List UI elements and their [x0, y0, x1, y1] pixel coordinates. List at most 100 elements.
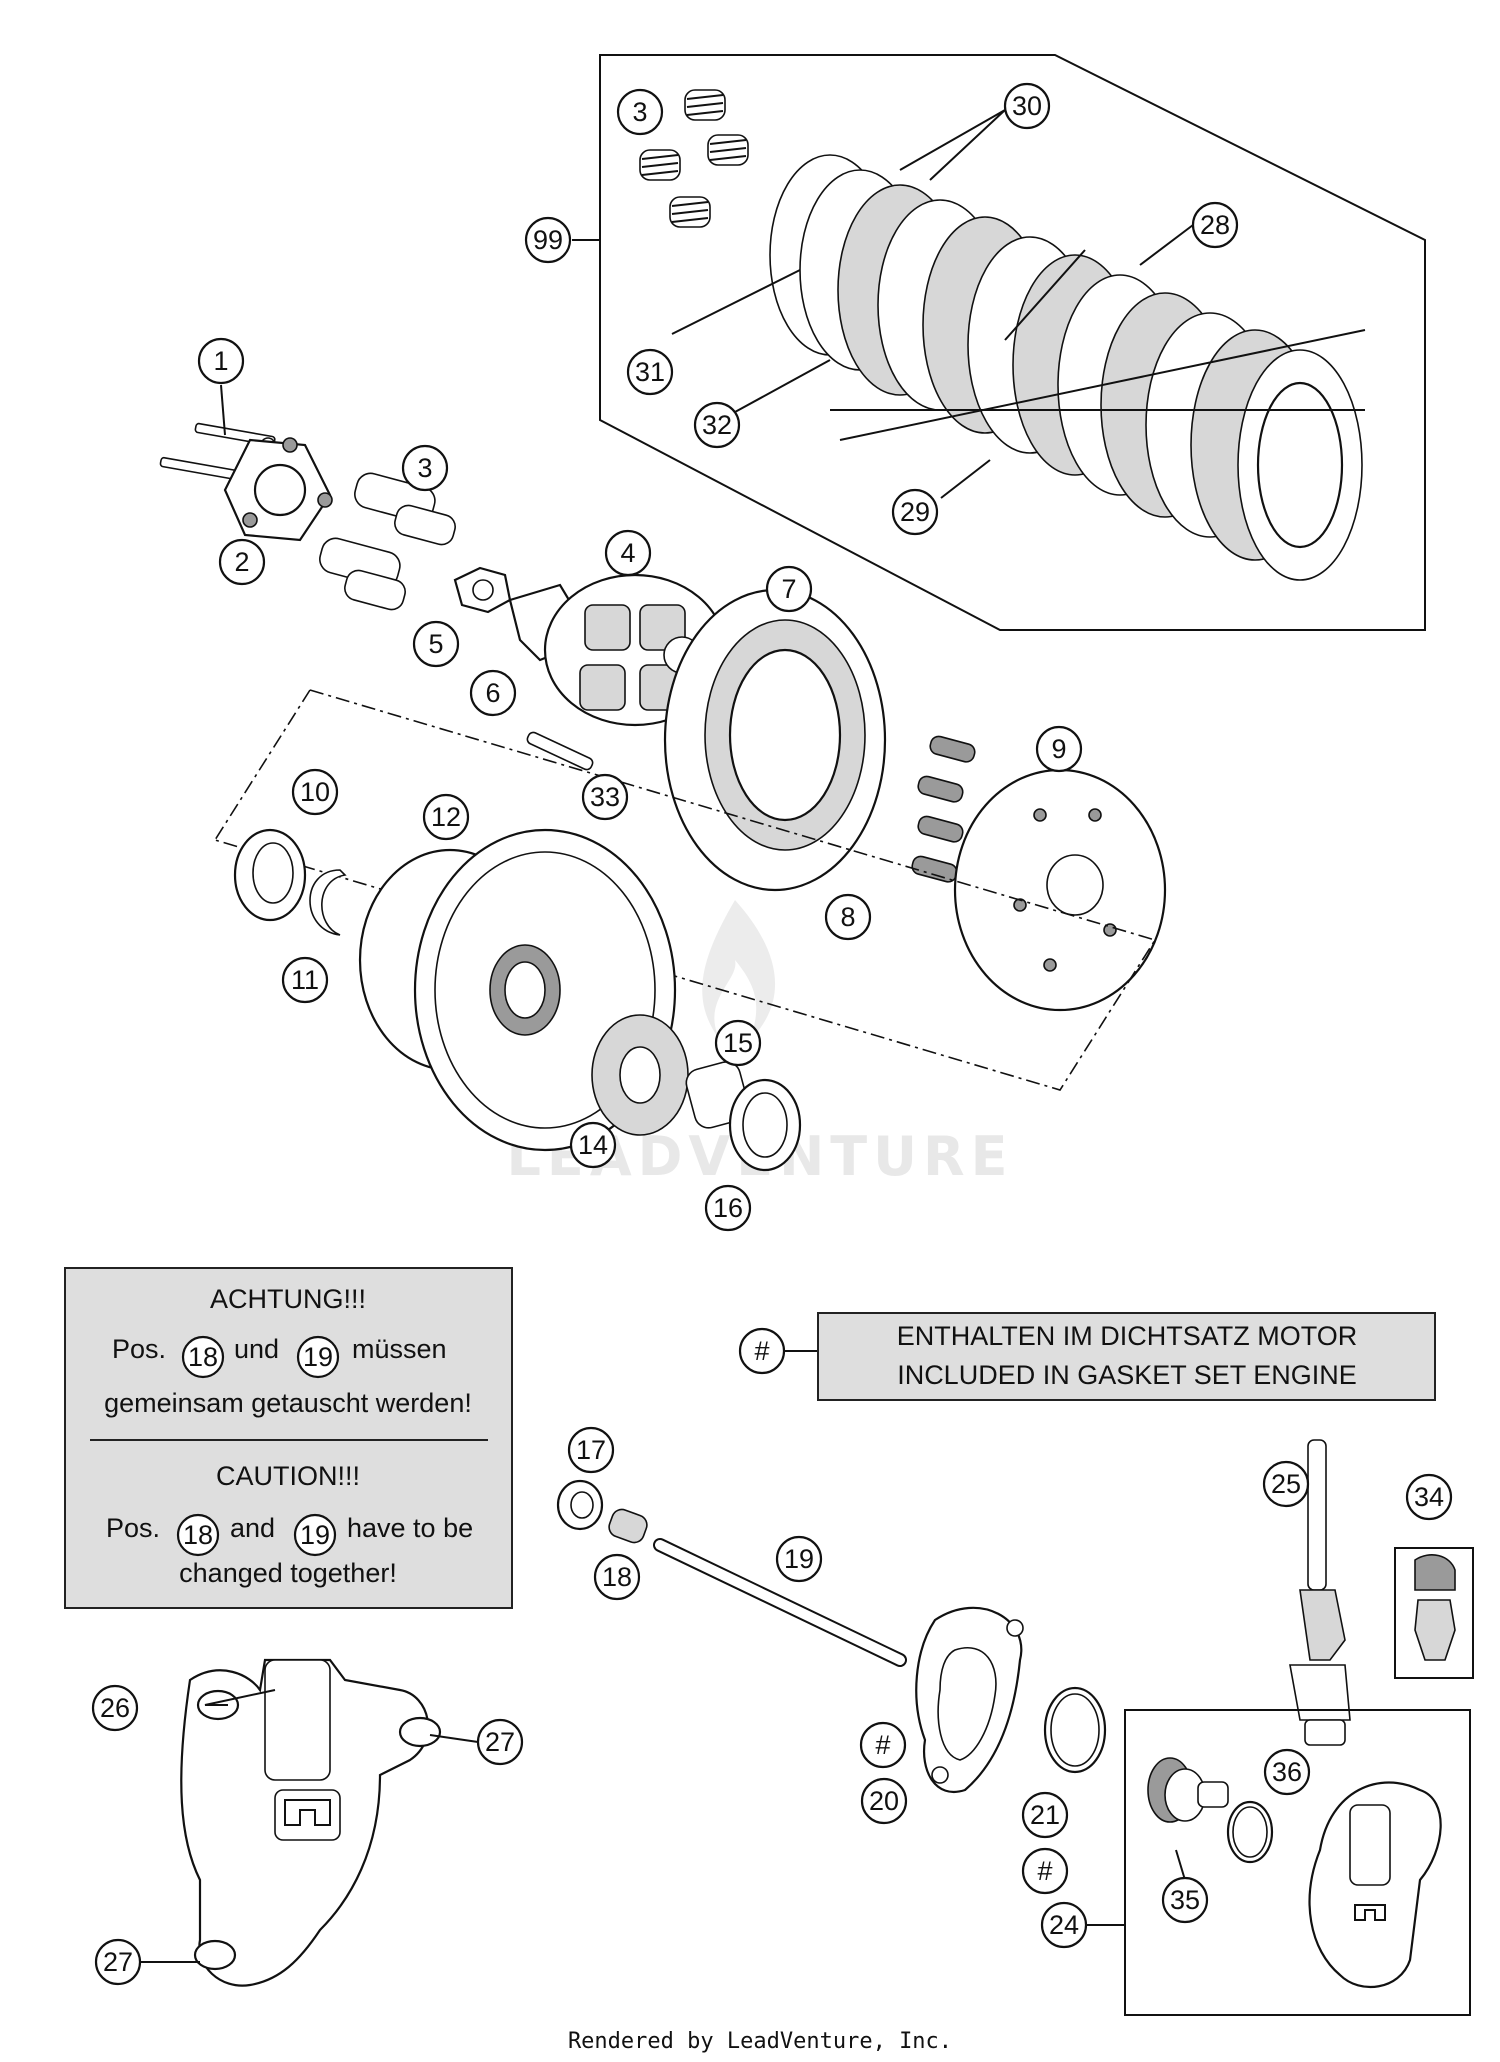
- warning-circle-19-en: [293, 1513, 337, 1557]
- leader-lines: [140, 109, 1194, 1963]
- nut: [453, 566, 512, 614]
- callout-29[interactable]: 29: [891, 488, 939, 536]
- callout-31[interactable]: 31: [626, 348, 674, 396]
- warning-circle-18-en: [176, 1513, 220, 1557]
- springs-kit: [639, 89, 749, 228]
- damper-springs: [911, 735, 976, 883]
- svg-text:8: 8: [840, 902, 855, 932]
- footer-credit: Rendered by LeadVenture, Inc.: [568, 2029, 952, 2054]
- svg-text:4: 4: [620, 538, 635, 568]
- svg-text:27: 27: [103, 1947, 133, 1977]
- svg-text:11: 11: [291, 965, 319, 995]
- warning-and: and: [230, 1513, 275, 1543]
- warning-title-de: ACHTUNG!!!: [210, 1284, 366, 1314]
- callout-5[interactable]: 5: [412, 620, 460, 668]
- callout-21[interactable]: 21: [1021, 1791, 1069, 1839]
- svg-text:25: 25: [1271, 1469, 1301, 1499]
- callout-8[interactable]: 8: [824, 893, 872, 941]
- callout-21-hash[interactable]: #: [1021, 1847, 1069, 1895]
- callout-27-bottom[interactable]: 27: [94, 1938, 142, 1986]
- callout-26[interactable]: 26: [91, 1684, 139, 1732]
- drive-plate: [953, 768, 1167, 1012]
- svg-text:31: 31: [635, 357, 665, 387]
- bleeder-valve: [1289, 1439, 1351, 1746]
- push-pin: [526, 731, 594, 771]
- o-ring: [1043, 1686, 1107, 1774]
- callout-11[interactable]: 11: [281, 956, 329, 1004]
- svg-text:30: 30: [1012, 91, 1042, 121]
- svg-text:20: 20: [869, 1786, 899, 1816]
- thrust-washer: [728, 1078, 802, 1172]
- callout-24[interactable]: 24: [1040, 1901, 1088, 1949]
- svg-text:17: 17: [576, 1435, 606, 1465]
- callout-19[interactable]: 19: [775, 1535, 823, 1583]
- callout-gasket-hash[interactable]: #: [738, 1327, 786, 1375]
- warning-line2-en: changed together!: [179, 1558, 397, 1588]
- warning-circle-18-de: [181, 1335, 225, 1379]
- svg-text:36: 36: [1272, 1757, 1302, 1787]
- callout-3[interactable]: 3: [401, 444, 449, 492]
- svg-text:99: 99: [533, 225, 563, 255]
- svg-text:21: 21: [1030, 1800, 1060, 1830]
- svg-text:26: 26: [100, 1693, 130, 1723]
- warning-line2-de: gemeinsam getauscht werden!: [104, 1388, 472, 1418]
- svg-text:28: 28: [1200, 210, 1230, 240]
- rod-seal: [556, 1479, 604, 1531]
- callout-4[interactable]: 4: [604, 529, 652, 577]
- gasket-note-line2: INCLUDED IN GASKET SET ENGINE: [897, 1360, 1357, 1390]
- callout-35[interactable]: 35: [1161, 1876, 1209, 1924]
- clutch-plates-stack: [769, 154, 1366, 581]
- callout-1[interactable]: 1: [197, 337, 245, 385]
- callout-34[interactable]: 34: [1405, 1473, 1453, 1521]
- callout-9[interactable]: 9: [1035, 725, 1083, 773]
- callout-3-top[interactable]: 3: [616, 88, 664, 136]
- svg-text:7: 7: [781, 574, 796, 604]
- warning-muessen: müssen: [352, 1334, 447, 1364]
- callout-30[interactable]: 30: [1003, 82, 1051, 130]
- callout-6[interactable]: 6: [469, 669, 517, 717]
- warning-have: have to be: [347, 1513, 473, 1543]
- callout-14[interactable]: 14: [569, 1121, 617, 1169]
- gasket-note-line1: ENTHALTEN IM DICHTSATZ MOTOR: [897, 1321, 1358, 1351]
- slave-cylinder-kit: [1086, 1709, 1471, 2016]
- svg-text:32: 32: [702, 410, 732, 440]
- callout-32[interactable]: 32: [693, 401, 741, 449]
- svg-text:#: #: [754, 1336, 769, 1366]
- pressure-plate: [223, 437, 333, 542]
- callout-10[interactable]: 10: [291, 768, 339, 816]
- bushing: [608, 1508, 648, 1544]
- watermark-flame-icon: [702, 900, 776, 1040]
- svg-text:35: 35: [1170, 1885, 1200, 1915]
- svg-text:#: #: [875, 1730, 890, 1760]
- callout-99[interactable]: 99: [524, 216, 572, 264]
- bleeder-kit: [1394, 1547, 1474, 1679]
- callout-20-hash[interactable]: #: [859, 1721, 907, 1769]
- svg-text:9: 9: [1051, 734, 1066, 764]
- svg-text:15: 15: [723, 1028, 753, 1058]
- callout-17[interactable]: 17: [567, 1426, 615, 1474]
- callout-25[interactable]: 25: [1262, 1460, 1310, 1508]
- svg-text:3: 3: [417, 453, 432, 483]
- callout-27-right[interactable]: 27: [476, 1718, 524, 1766]
- callout-36[interactable]: 36: [1263, 1748, 1311, 1796]
- warning-num-18-de: 18: [188, 1342, 218, 1372]
- warning-pos-en: Pos.: [106, 1513, 160, 1543]
- warning-num-19-de: 19: [303, 1342, 333, 1372]
- callout-15[interactable]: 15: [714, 1019, 762, 1067]
- callout-16[interactable]: 16: [704, 1184, 752, 1232]
- svg-text:5: 5: [428, 629, 443, 659]
- callout-33[interactable]: 33: [581, 773, 629, 821]
- callout-28[interactable]: 28: [1191, 201, 1239, 249]
- svg-text:6: 6: [485, 678, 500, 708]
- callout-20[interactable]: 20: [860, 1777, 908, 1825]
- warning-box: ACHTUNG!!! Pos. 18 und 19 müssen gemeins…: [64, 1267, 513, 1609]
- warning-circle-19-de: [296, 1335, 340, 1379]
- callout-12[interactable]: 12: [422, 793, 470, 841]
- callout-18[interactable]: 18: [593, 1553, 641, 1601]
- alignment-frame: [214, 689, 1157, 1091]
- callout-7[interactable]: 7: [765, 565, 813, 613]
- svg-text:14: 14: [578, 1130, 608, 1160]
- callout-2[interactable]: 2: [218, 538, 266, 586]
- push-rod: [653, 1538, 907, 1667]
